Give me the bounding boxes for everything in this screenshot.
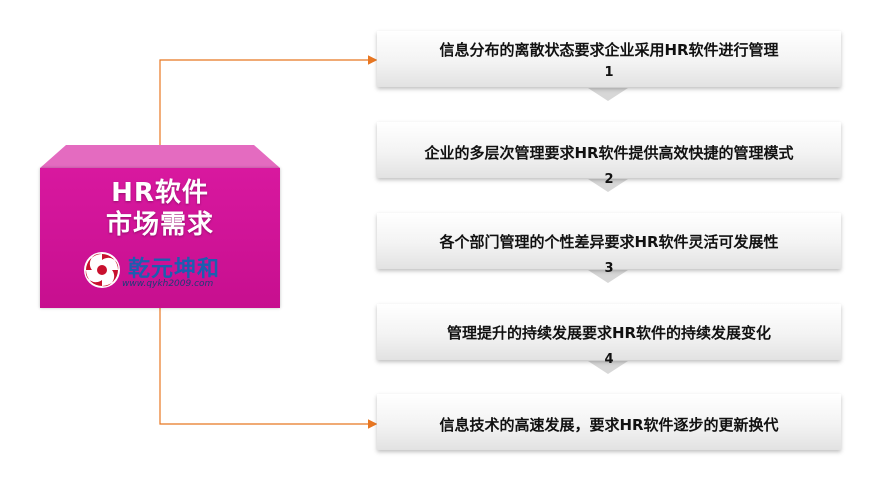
step-down-arrow-3 — [588, 270, 628, 283]
hr-box-top-face — [40, 145, 280, 168]
step-down-arrow-4 — [588, 361, 628, 374]
hr-box-title-line2: 市场需求 — [105, 210, 214, 240]
step-text: 企业的多层次管理要求HR软件提供高效快捷的管理模式 — [424, 144, 794, 162]
hr-market-demand-box: HR软件 市场需求 乾元坤和 www.qykh2009.com — [40, 168, 280, 308]
company-logo: 乾元坤和 www.qykh2009.com — [82, 250, 238, 294]
step-box-3: 各个部门管理的个性差异要求HR软件灵活可发展性 3 — [377, 213, 841, 276]
logo-name: 乾元坤和 — [128, 256, 221, 282]
step-text: 管理提升的持续发展要求HR软件的持续发展变化 — [446, 324, 772, 342]
step-down-arrow-1 — [588, 88, 628, 101]
hr-box-title-line1: HR软件 — [111, 178, 209, 208]
step-number: 1 — [604, 65, 614, 80]
connector-top — [159, 55, 378, 145]
step-text: 信息技术的高速发展，要求HR软件逐步的更新换代 — [439, 416, 779, 434]
logo-url: www.qykh2009.com — [122, 279, 214, 289]
step-text: 信息分布的离散状态要求企业采用HR软件进行管理 — [439, 41, 779, 59]
step-number: 4 — [604, 352, 614, 367]
step-number: 3 — [604, 261, 614, 276]
step-down-arrow-2 — [588, 179, 628, 192]
step-box-4: 管理提升的持续发展要求HR软件的持续发展变化 4 — [377, 304, 841, 367]
step-box-5: 信息技术的高速发展，要求HR软件逐步的更新换代 — [377, 394, 841, 450]
step-box-1: 信息分布的离散状态要求企业采用HR软件进行管理 1 — [377, 31, 841, 87]
step-number: 2 — [604, 172, 614, 187]
step-box-2: 企业的多层次管理要求HR软件提供高效快捷的管理模式 2 — [377, 122, 841, 187]
step-text: 各个部门管理的个性差异要求HR软件灵活可发展性 — [439, 233, 779, 251]
logo-swirl-icon — [84, 252, 120, 288]
connector-bottom — [159, 308, 378, 429]
